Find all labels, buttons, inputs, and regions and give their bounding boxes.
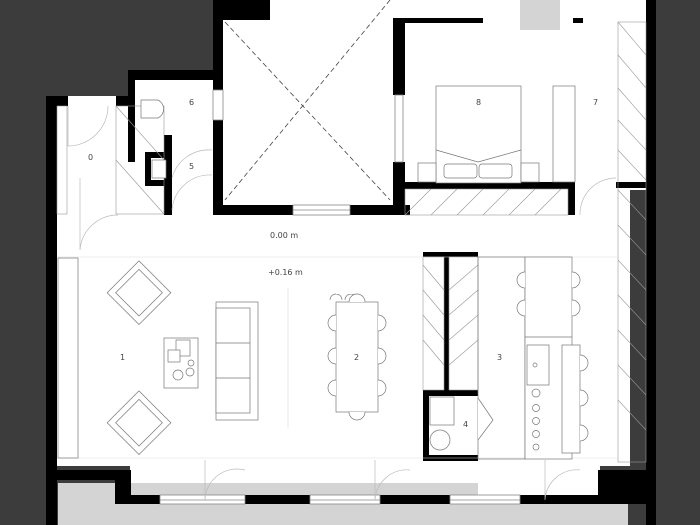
room-label-8: 8	[476, 98, 481, 107]
level-label-0: 0.00 m	[270, 231, 298, 240]
room-label-6: 6	[189, 98, 194, 107]
room-label-4: 4	[463, 420, 468, 429]
washbasin	[151, 159, 167, 179]
sofa	[215, 301, 259, 421]
sink	[526, 344, 550, 386]
room-label-5: 5	[189, 162, 194, 171]
room-labels: 0 1 2 3 4 5 6 7 8 0.00 m +0.16 m	[88, 98, 598, 429]
room-label-7: 7	[593, 98, 598, 107]
windows	[159, 89, 521, 505]
wardrobe	[552, 85, 576, 183]
walls	[46, 0, 656, 525]
toilet	[140, 99, 164, 119]
void-area	[224, 0, 391, 201]
armchair-bottom	[106, 390, 172, 456]
furniture	[57, 0, 589, 460]
room-label-0: 0	[88, 153, 93, 162]
island	[561, 344, 581, 454]
doors	[67, 105, 617, 501]
dining-table	[327, 279, 387, 421]
room-label-2: 2	[354, 353, 359, 362]
level-label-1: +0.16 m	[268, 268, 303, 277]
room-label-3: 3	[497, 353, 502, 362]
stair	[520, 0, 560, 30]
armchair-top	[106, 260, 172, 326]
bench	[57, 257, 79, 459]
room-label-1: 1	[120, 353, 125, 362]
